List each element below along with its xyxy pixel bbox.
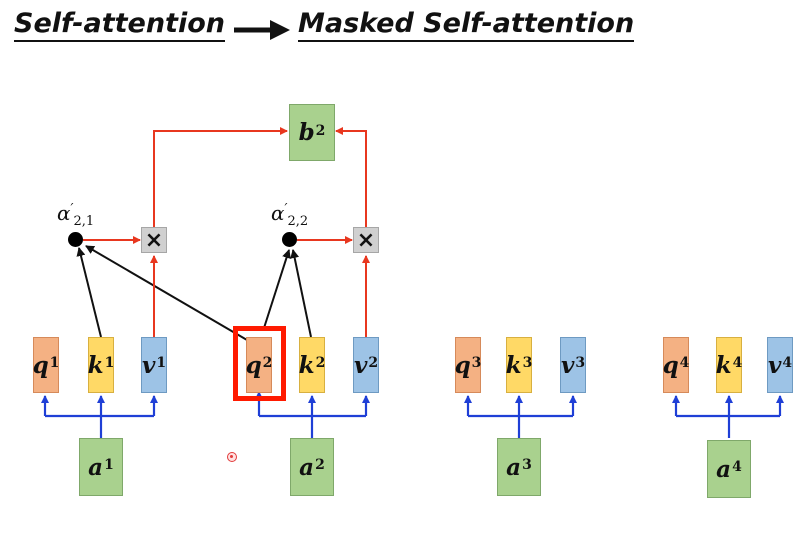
multiply-node-2: × — [353, 227, 379, 253]
attention-arrows — [76, 245, 312, 341]
right-arrow-icon — [234, 20, 290, 40]
weight-label-alpha-2-1: α′2,1 — [57, 201, 95, 229]
title-masked-self-attention: Masked Self-attention — [298, 8, 635, 42]
blue-input-wires — [41, 391, 784, 438]
query-q2-highlight — [233, 326, 286, 401]
multiply-node-1: × — [141, 227, 167, 253]
weight-node-alpha-2-1 — [68, 232, 83, 247]
title-self-attention: Self-attention — [14, 8, 225, 42]
red-output-wires — [83, 127, 370, 337]
weight-label-alpha-2-2: α′2,2 — [271, 201, 309, 229]
pointer-indicator-icon — [227, 452, 237, 462]
weight-node-alpha-2-2 — [282, 232, 297, 247]
